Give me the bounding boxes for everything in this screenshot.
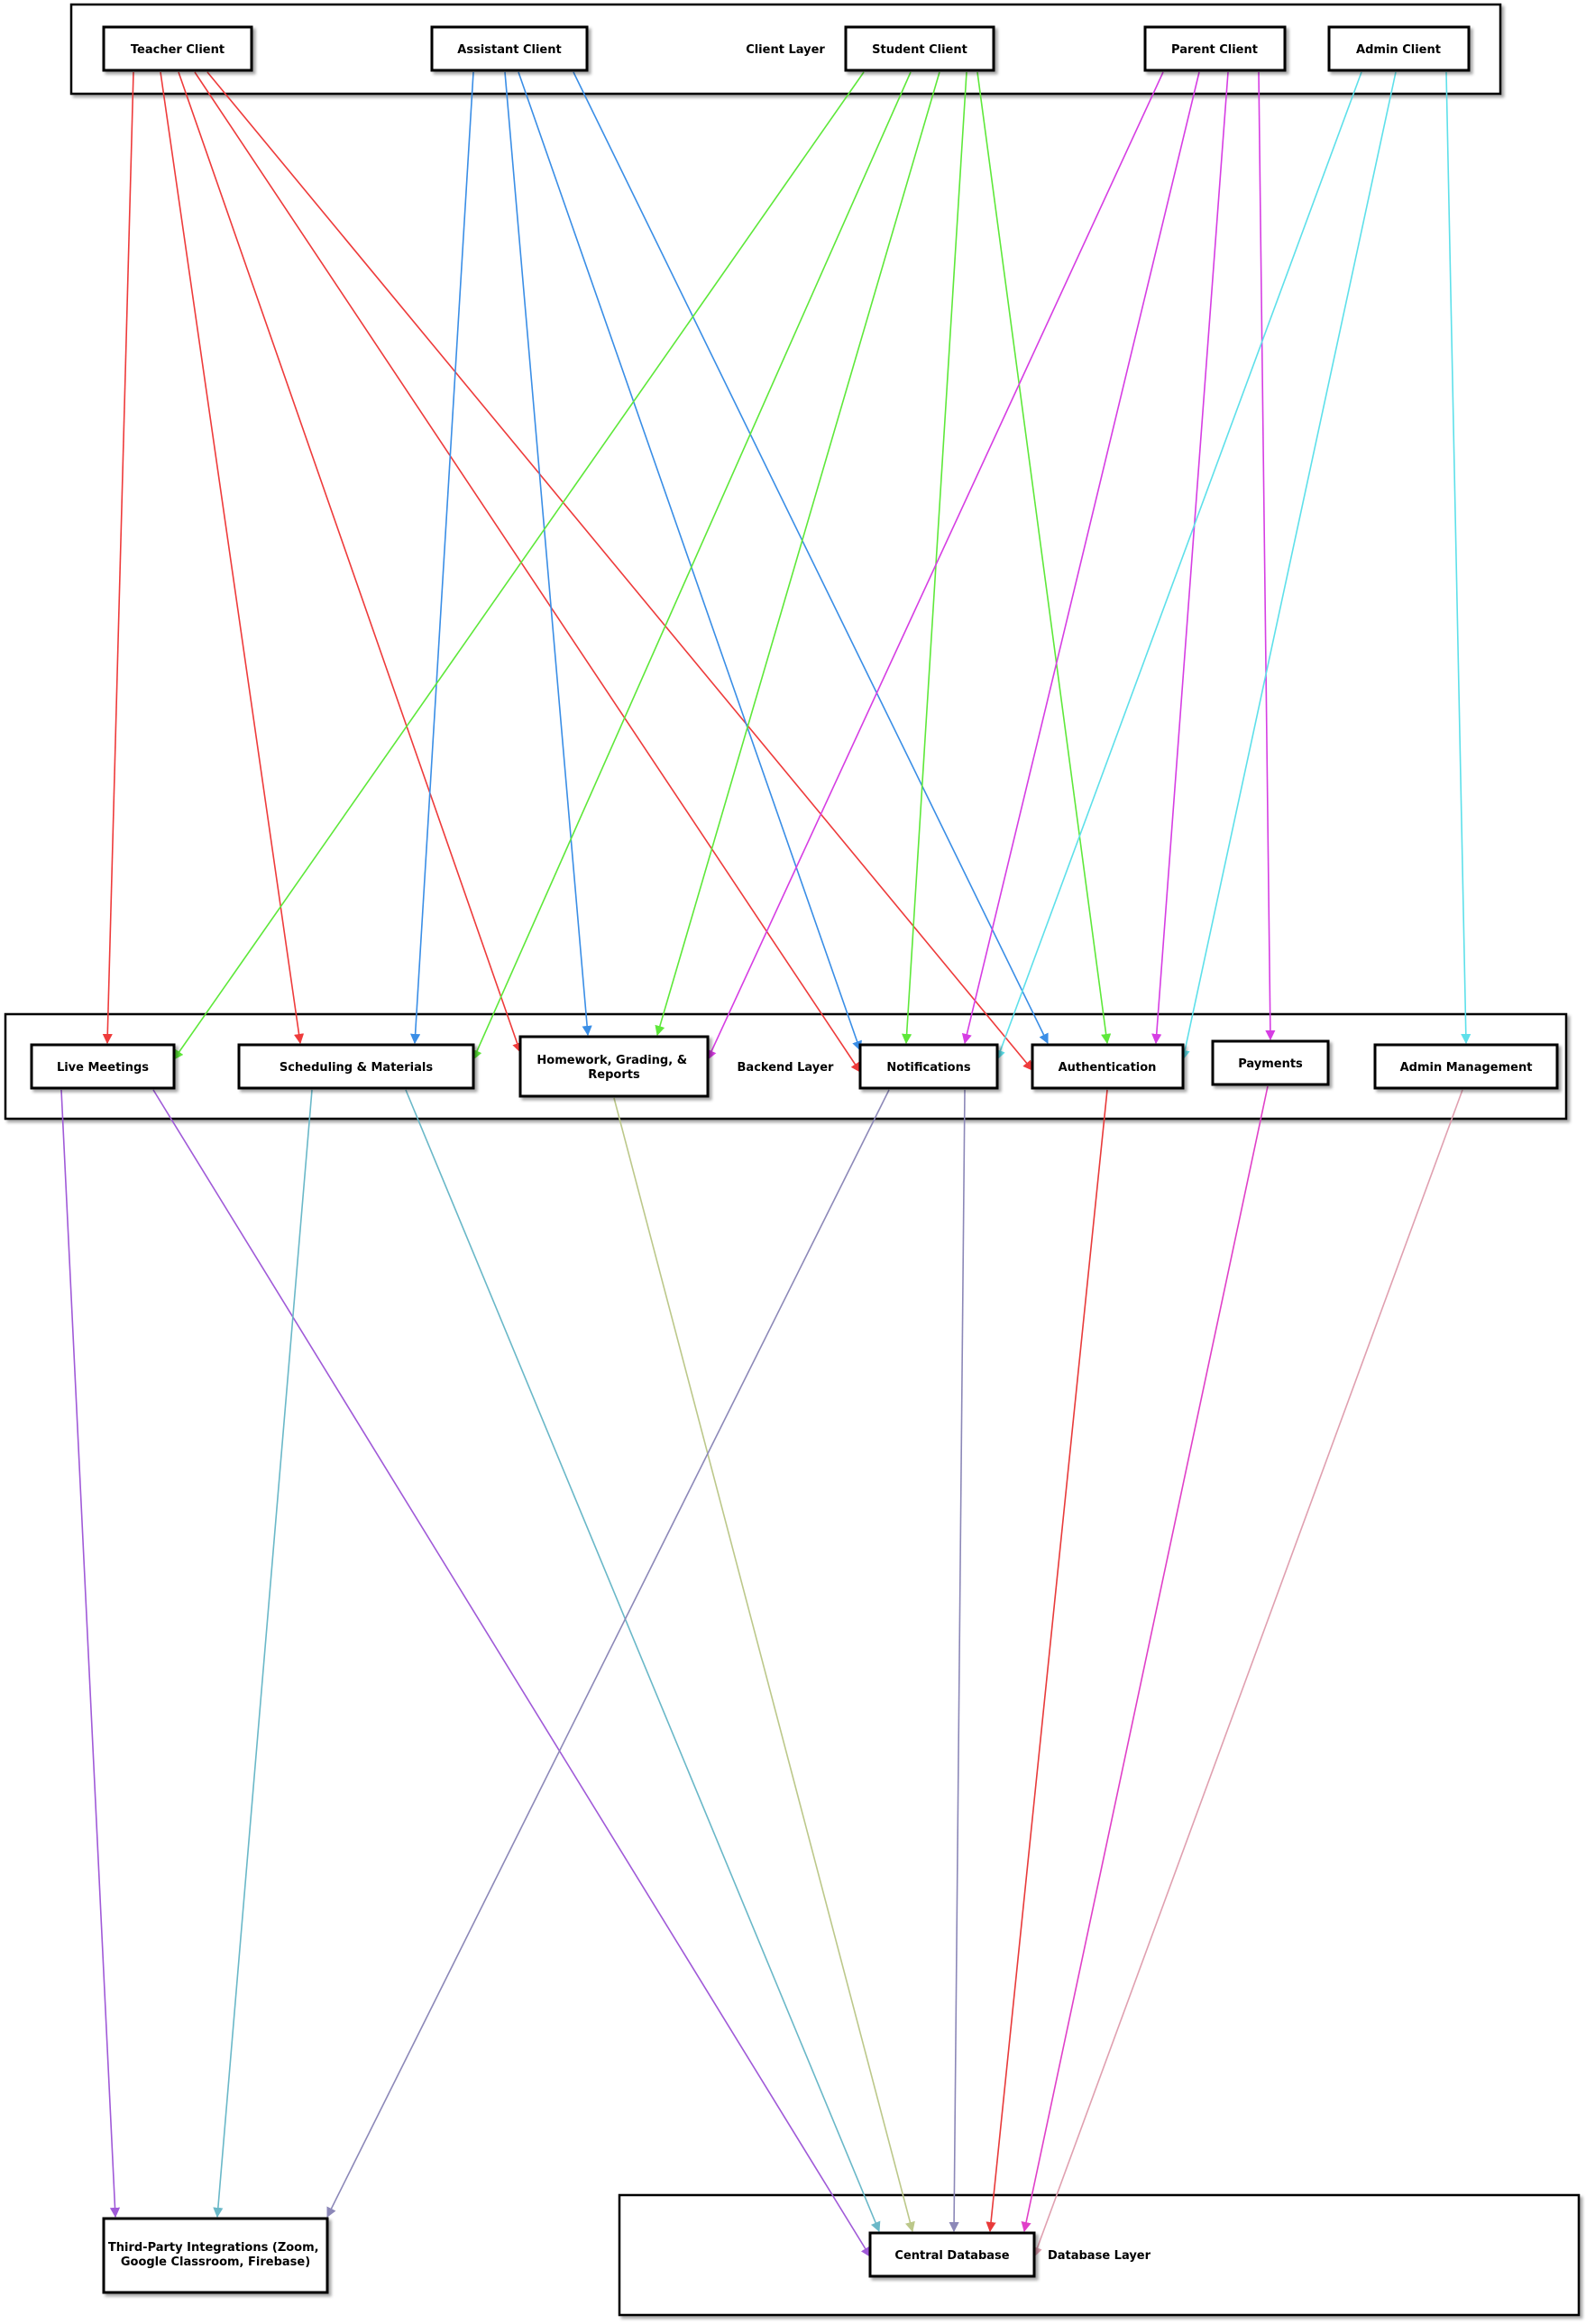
live-meetings-node[interactable]: Live Meetings (30, 1043, 176, 1090)
edge-student-to-sched (472, 71, 912, 1061)
notifications-node[interactable]: Notifications (858, 1043, 999, 1090)
admin-client-node[interactable]: Admin Client (1327, 25, 1471, 72)
client-layer-label: Client Layer (746, 43, 825, 57)
central-database-label: Central Database (894, 2249, 1009, 2263)
homework-grading-reports-node[interactable]: Homework, Grading, & Reports (518, 1035, 710, 1098)
edge-teacher-to-auth (206, 71, 1033, 1071)
edge-teacher-to-notif (194, 71, 861, 1073)
parent-client-node[interactable]: Parent Client (1143, 25, 1287, 72)
assistant-client-node[interactable]: Assistant Client (430, 25, 589, 72)
database-layer-label: Database Layer (1048, 2249, 1151, 2263)
edge-parent-to-notif (961, 71, 1200, 1045)
edge-auth-to-db (986, 1089, 1108, 2233)
payments-label: Payments (1238, 1057, 1303, 1071)
edge-teacher-to-sched (160, 71, 305, 1045)
scheduling-materials-node[interactable]: Scheduling & Materials (237, 1043, 475, 1090)
third-party-label-line2: Google Classroom, Firebase) (121, 2255, 310, 2269)
edge-student-to-live (173, 71, 865, 1060)
central-database-node[interactable]: Central Database (868, 2231, 1036, 2278)
admin-management-label: Admin Management (1400, 1061, 1533, 1075)
edge-live-to-db (152, 1089, 871, 2257)
authentication-node[interactable]: Authentication (1031, 1043, 1185, 1090)
edge-parent-to-auth (1151, 71, 1229, 1045)
student-client-node[interactable]: Student Client (844, 25, 995, 72)
edge-teacher-to-live (102, 71, 134, 1045)
teacher-client-label: Teacher Client (131, 43, 225, 57)
authentication-label: Authentication (1059, 1061, 1157, 1075)
edges (60, 71, 1471, 2258)
notifications-label: Notifications (886, 1061, 970, 1075)
parent-client-label: Parent Client (1171, 43, 1258, 57)
scheduling-materials-label: Scheduling & Materials (280, 1061, 433, 1075)
edge-sched-to-db (405, 1089, 881, 2233)
live-meetings-label: Live Meetings (57, 1061, 149, 1075)
student-client-label: Student Client (872, 43, 967, 57)
teacher-client-node[interactable]: Teacher Client (102, 25, 253, 72)
third-party-integrations-node[interactable]: Third-Party Integrations (Zoom, Google C… (102, 2217, 329, 2294)
homework-label-line2: Reports (588, 1068, 640, 1082)
database-layer: Database Layer (618, 2193, 1581, 2317)
payments-node[interactable]: Payments (1211, 1039, 1330, 1086)
edge-live-to-thirdparty (60, 1089, 121, 2219)
edge-assistant-to-auth (573, 71, 1049, 1045)
assistant-client-label: Assistant Client (457, 43, 561, 57)
edge-admin-to-notif (995, 71, 1362, 1061)
edge-student-to-hw (655, 71, 940, 1037)
edge-admin-to-auth (1179, 71, 1397, 1061)
homework-label-line1: Homework, Grading, & (536, 1054, 687, 1067)
edge-adminmgmt-to-db (1032, 1089, 1463, 2258)
edge-assistant-to-hw (504, 71, 592, 1037)
edge-parent-to-pay (1258, 71, 1276, 1041)
admin-management-node[interactable]: Admin Management (1373, 1043, 1559, 1090)
edge-student-to-auth (976, 71, 1112, 1045)
edge-assistant-to-notif (518, 71, 862, 1052)
edge-assistant-to-sched (410, 71, 474, 1045)
edge-sched-to-thirdparty (213, 1089, 313, 2219)
edge-teacher-to-hw (178, 71, 522, 1054)
homework-grading-reports-label: Homework, Grading, & Reports (536, 1054, 691, 1082)
third-party-label-line1: Third-Party Integrations (Zoom, (108, 2241, 319, 2255)
edge-notif-to-thirdparty (326, 1089, 890, 2219)
edge-pay-to-db (1021, 1085, 1269, 2233)
edge-notif-to-db (949, 1089, 966, 2233)
edge-admin-to-adminmgmt (1445, 71, 1471, 1045)
admin-client-label: Admin Client (1356, 43, 1441, 57)
edge-parent-to-hw (707, 71, 1164, 1061)
edge-student-to-notif (902, 71, 967, 1045)
backend-layer-label: Backend Layer (738, 1061, 835, 1075)
edge-hw-to-db (613, 1097, 915, 2233)
third-party-integrations-label: Third-Party Integrations (Zoom, Google C… (108, 2241, 323, 2269)
